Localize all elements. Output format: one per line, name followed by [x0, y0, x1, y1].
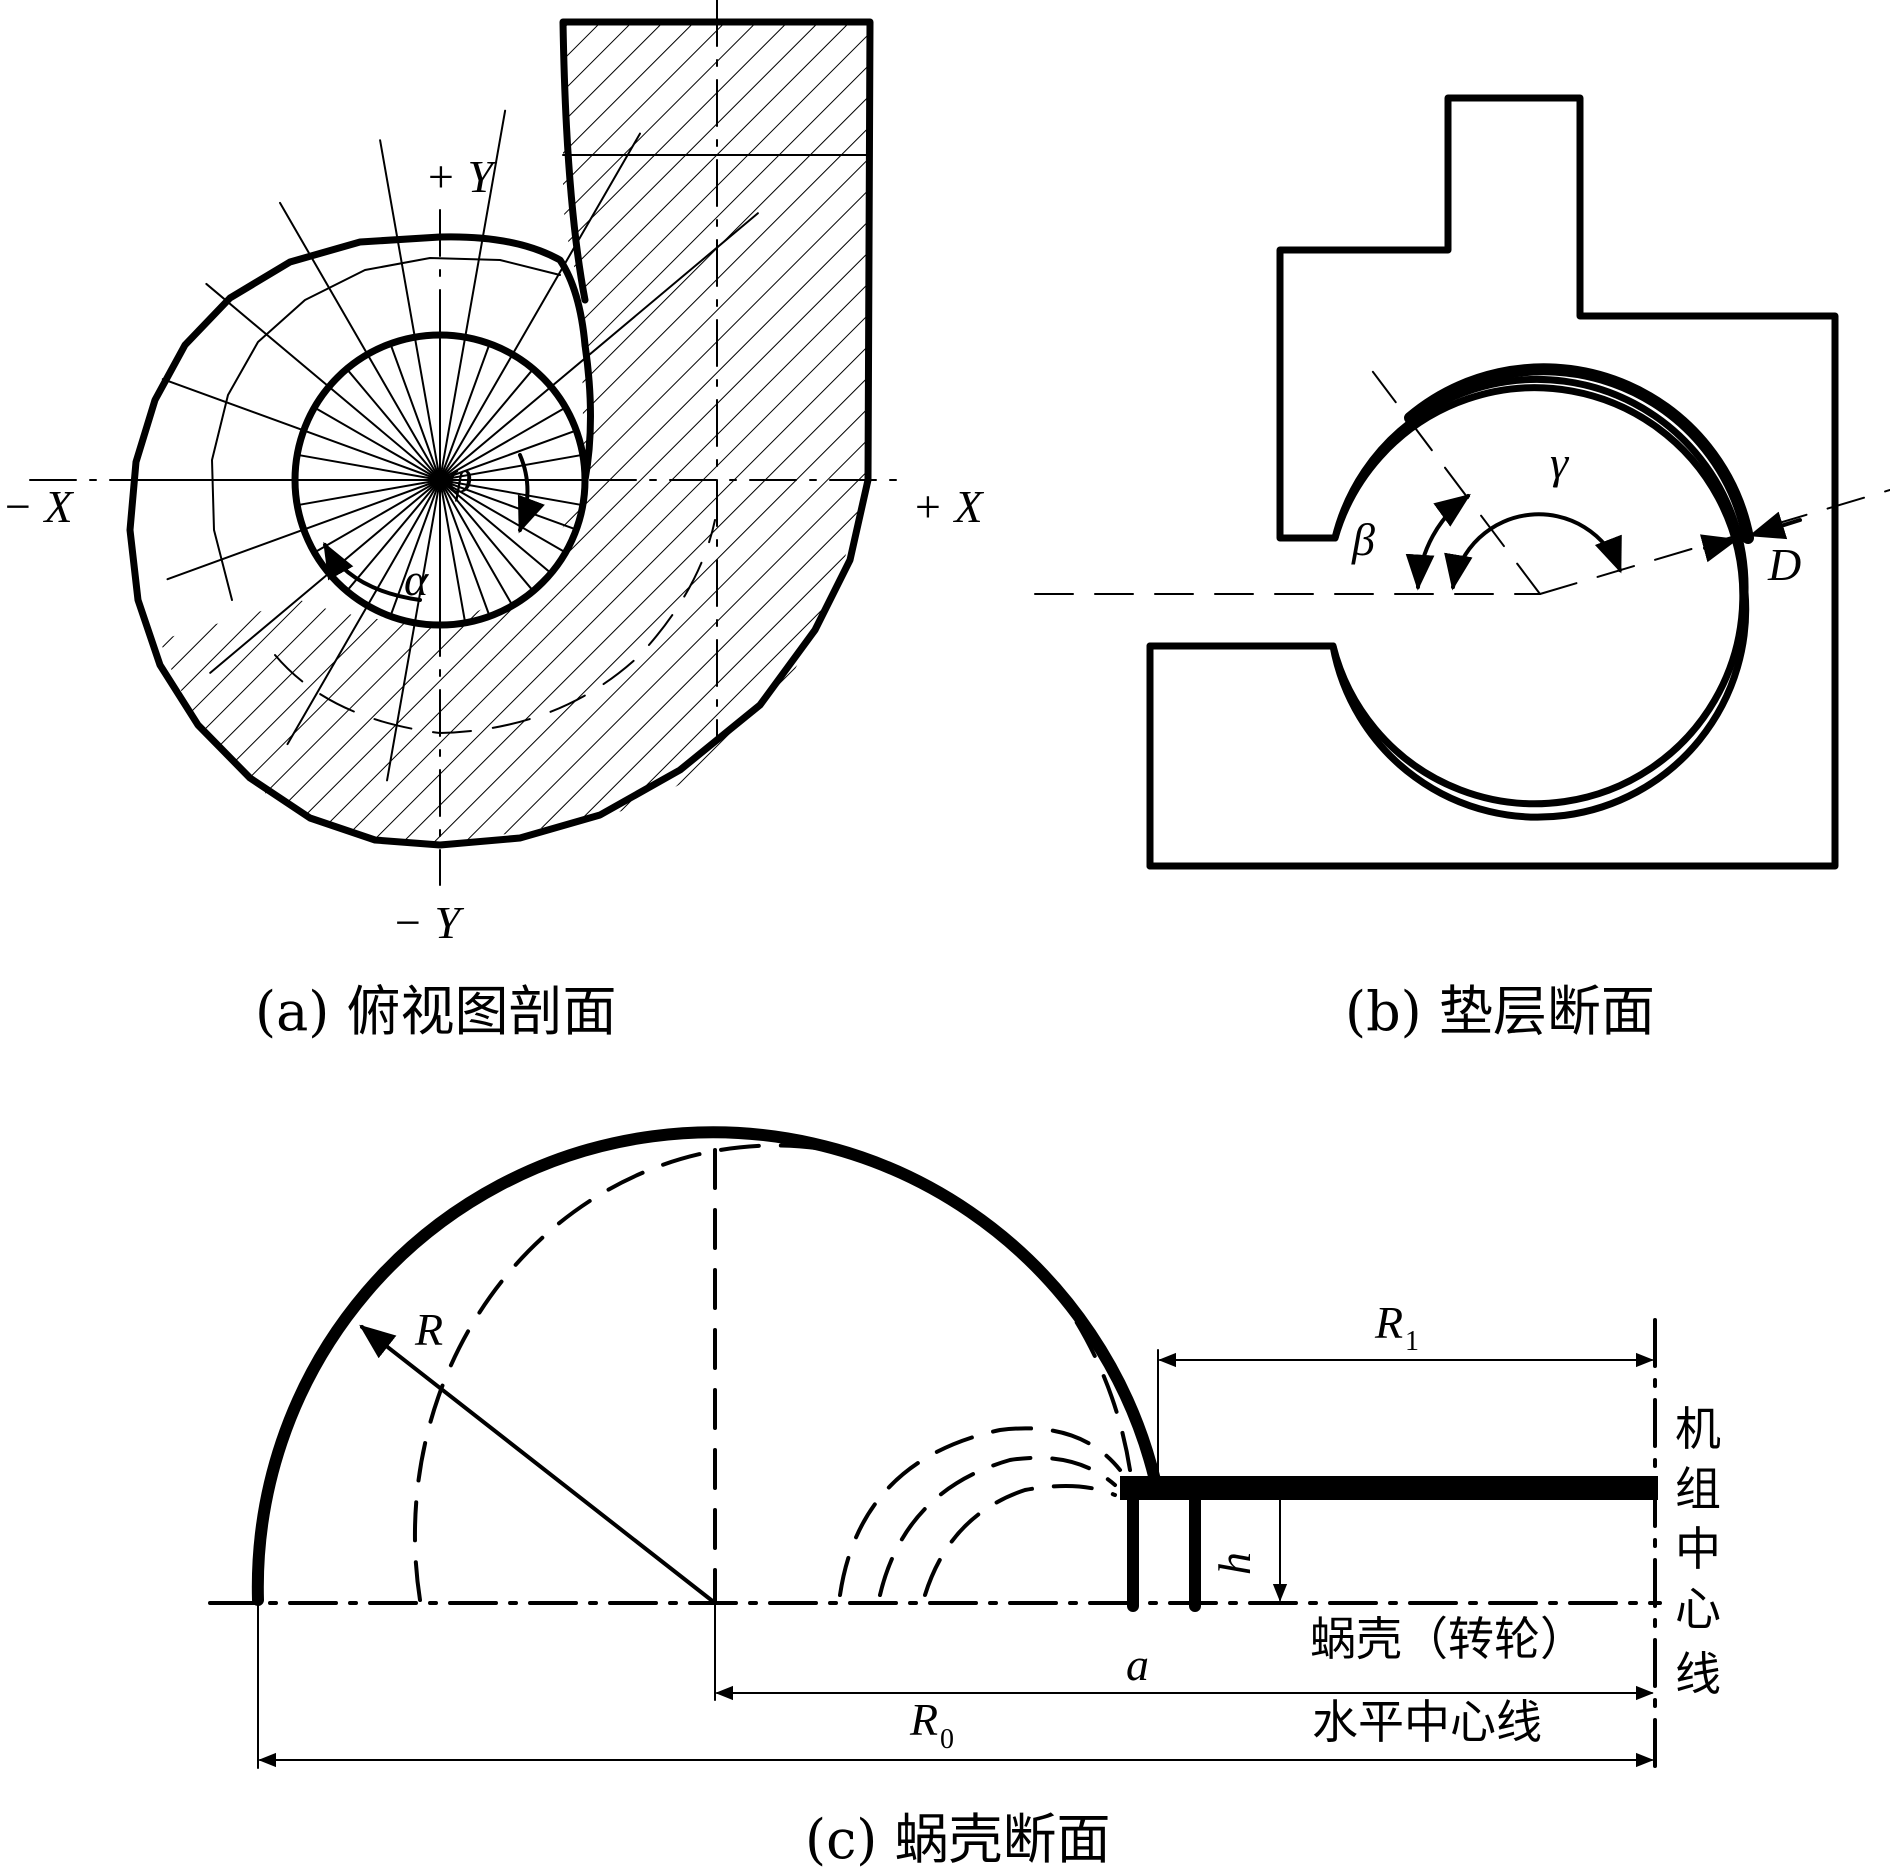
- spoke-line: [439, 336, 467, 481]
- caption-a: (a) 俯视图剖面: [255, 980, 617, 1043]
- gamma-arc: [1444, 512, 1622, 591]
- label-plus-x: + X: [912, 481, 985, 532]
- small-arc-3: [923, 1484, 1117, 1597]
- spoke-line: [439, 385, 553, 481]
- radial-spokes: [149, 109, 759, 782]
- label-unit-centerline: 机 组 中 心 线: [1675, 1402, 1721, 1701]
- radial-dash-line: [1369, 367, 1541, 595]
- spoke-line: [439, 429, 578, 481]
- spoke-line: [439, 479, 553, 575]
- svg-text:R: R: [1374, 1297, 1403, 1348]
- label-minus-x: − X: [2, 481, 75, 532]
- stay-plate: [1120, 1476, 1658, 1500]
- alpha-arc-arrow: [323, 541, 422, 602]
- label-phi: φ: [447, 451, 472, 502]
- spoke-line: [439, 453, 584, 481]
- spoke-line: [439, 479, 535, 593]
- beta-arc: [1405, 493, 1471, 591]
- casing-spoke-line: [161, 378, 305, 432]
- radius-r-line: [359, 1324, 717, 1605]
- svg-text:组: 组: [1675, 1462, 1721, 1516]
- spoke-line: [296, 453, 441, 481]
- spoke-line: [439, 479, 567, 554]
- caption-b: (b) 垫层断面: [1345, 980, 1655, 1043]
- caption-c: (c) 蜗壳断面: [805, 1808, 1111, 1871]
- casing-spoke-line: [379, 139, 416, 339]
- casing-spoke-line: [464, 109, 507, 339]
- spiral-outer-wall: [126, 18, 874, 849]
- mid-ring: [211, 257, 561, 601]
- spoke-line: [439, 342, 491, 481]
- label-beta: β: [1351, 514, 1375, 565]
- svg-text:R: R: [909, 1694, 938, 1745]
- small-arc-1: [838, 1426, 1122, 1597]
- spoke-line: [439, 479, 491, 618]
- spoke-line: [439, 479, 578, 531]
- spoke-line: [296, 479, 441, 507]
- circle-opening: [1329, 375, 1750, 821]
- spoke-line: [366, 353, 441, 481]
- spoke-line: [313, 479, 441, 554]
- spiral-tongue: [581, 341, 594, 484]
- spoke-line: [439, 479, 584, 507]
- phi-arc-arrow: [517, 453, 545, 534]
- label-plus-y: + Y: [425, 151, 498, 202]
- casing-spoke-line: [279, 201, 369, 356]
- spoke-line: [327, 385, 441, 481]
- upper-block-outline: [1146, 94, 1839, 870]
- mid-ring-dashed: [274, 519, 716, 734]
- label-alpha: α: [404, 554, 429, 605]
- casing-spoke-line: [205, 282, 330, 388]
- volute-outer-arc: [251, 1126, 1161, 1606]
- volute-inner-dashed-arc: [412, 1143, 1132, 1602]
- casing-spoke-line: [550, 212, 759, 388]
- panel-b-cushion-section: β γ D (b) 垫层断面: [1034, 94, 1890, 1043]
- label-r: R: [414, 1304, 443, 1355]
- spoke-line: [345, 479, 441, 593]
- label-minus-y: − Y: [392, 897, 465, 948]
- casing-spoke-line: [166, 528, 305, 581]
- casing-spoke-line: [386, 621, 416, 782]
- label-a: a: [1126, 1639, 1149, 1690]
- svg-text:心: 心: [1675, 1582, 1721, 1636]
- spoke-line: [439, 406, 567, 481]
- svg-text:中: 中: [1675, 1522, 1721, 1576]
- label-h: h: [1209, 1552, 1260, 1575]
- spoke-line: [345, 367, 441, 481]
- spiral-hatched-region: [160, 480, 870, 845]
- svg-text:机: 机: [1675, 1402, 1721, 1456]
- spoke-line: [302, 429, 441, 481]
- spoke-line: [313, 406, 441, 481]
- spoke-line: [439, 367, 535, 481]
- spoke-line: [366, 479, 441, 607]
- label-d: D: [1767, 539, 1801, 590]
- d-arrow: [1748, 511, 1802, 540]
- label-volute: 蜗壳（转轮）: [1310, 1612, 1586, 1666]
- cushion-layer-arc: [1404, 363, 1754, 544]
- d-arrow-2: [1699, 534, 1739, 563]
- casing-spoke-line: [286, 604, 369, 746]
- small-arc-2: [878, 1455, 1117, 1597]
- label-r0: R 0: [909, 1694, 954, 1755]
- svg-text:0: 0: [940, 1724, 954, 1755]
- spoke-line: [389, 479, 441, 618]
- spoke-line: [439, 479, 514, 607]
- casing-spoke-line: [511, 132, 641, 356]
- spoke-line: [389, 342, 441, 481]
- label-r1: R 1: [1374, 1297, 1419, 1357]
- spoke-line: [413, 336, 441, 481]
- panel-c-volute-section: R R 1 R 0 h a 蜗壳（转轮） 水平中心线 机 组 中 心 线 (c)…: [208, 1126, 1721, 1871]
- spoke-line: [439, 479, 467, 624]
- spoke-line: [302, 479, 441, 531]
- spoke-line: [439, 353, 514, 481]
- label-horizontal-centerline: 水平中心线: [1312, 1695, 1542, 1749]
- label-gamma: γ: [1550, 437, 1570, 488]
- svg-text:1: 1: [1405, 1326, 1419, 1357]
- casing-spoke-line: [209, 572, 330, 674]
- panel-a-plan-section: + Y − Y − X + X φ α (a) 俯视图剖面: [2, 0, 985, 1043]
- svg-text:线: 线: [1675, 1647, 1721, 1701]
